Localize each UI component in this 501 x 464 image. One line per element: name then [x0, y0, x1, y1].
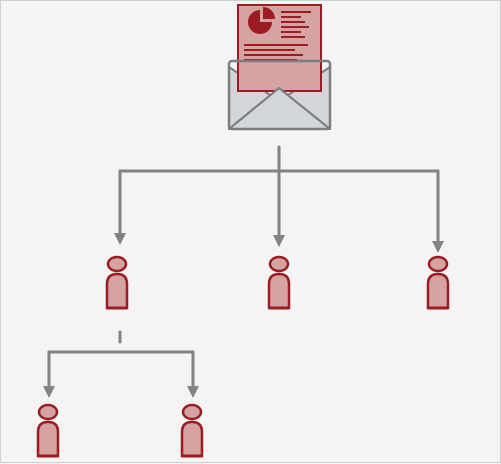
pie-chart-icon	[248, 7, 275, 34]
person-icon	[426, 255, 450, 310]
connector-sub-level	[43, 330, 199, 398]
person-icon	[180, 403, 204, 458]
envelope-flap-lines	[228, 86, 331, 130]
envelope-outline	[227, 59, 332, 131]
person-icon	[105, 255, 129, 310]
envelope-with-report-icon	[227, 4, 332, 131]
report-document-icon	[237, 4, 322, 92]
person-icon	[36, 403, 60, 458]
person-icon	[267, 255, 291, 310]
connector-top-level	[114, 145, 444, 253]
